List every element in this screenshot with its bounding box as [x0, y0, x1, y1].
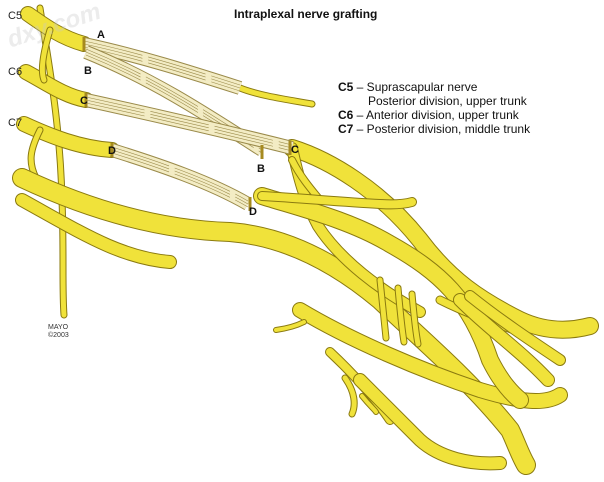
point-label-c: C: [80, 95, 88, 107]
distal-branch: [354, 374, 506, 470]
point-label-c: C: [291, 144, 299, 156]
legend-key: C7: [338, 122, 354, 136]
coaptation-c-distal: [288, 141, 292, 155]
small-twig-3: [274, 320, 306, 332]
lower-root: [16, 194, 176, 268]
c5-suprascapular-distal: [237, 85, 315, 107]
graft-c5-suprascapular-strand: [83, 46, 241, 92]
point-label-b: B: [84, 65, 92, 77]
root-label-c6: C6: [8, 66, 23, 78]
root-label-c5: C5: [8, 10, 23, 22]
legend-key: C5: [338, 80, 354, 94]
graft-c5-suprascapular-strand: [83, 43, 241, 89]
small-twig-1: [342, 375, 357, 417]
graft-c5-suprascapular-strand: [83, 40, 241, 86]
c5-root: [21, 7, 91, 51]
graft-c7-posterior-strand: [111, 149, 249, 205]
posterior-twig: [258, 192, 416, 209]
radial-branch: [454, 294, 554, 386]
diagram-title: Intraplexal nerve grafting: [234, 7, 378, 21]
coaptation-c-proximal: [84, 93, 88, 107]
graft-c6-anterior-strand: [85, 96, 293, 146]
legend-text: – Anterior division, upper trunk: [353, 108, 519, 122]
point-labels: A B C C B D D: [80, 29, 299, 218]
credit-line: ©2003: [48, 332, 69, 339]
legend-row-c5: C5 – Suprascapular nerve: [338, 80, 530, 94]
fan-branch-2: [395, 285, 407, 345]
graft-c6-anterior-strand: [85, 99, 293, 149]
credit: MAYO ©2003: [48, 324, 69, 340]
legend-key: C6: [338, 108, 354, 122]
nerve-trunks: [12, 4, 599, 475]
coaptation-d-distal: [248, 197, 252, 211]
point-label-d: D: [108, 145, 116, 157]
root-label-c7: C7: [8, 117, 23, 129]
c5-branch: [39, 27, 53, 83]
credit-line: MAYO: [48, 324, 69, 331]
legend-text: – Posterior division, middle trunk: [353, 122, 531, 136]
coaptation-d-proximal: [110, 143, 114, 157]
c6-root: [19, 65, 93, 107]
point-label-d: D: [249, 206, 257, 218]
graft-c6-anterior-strand: [85, 102, 293, 152]
graft-c7-posterior-strand: [111, 152, 249, 208]
c7-branch: [28, 127, 43, 181]
coaptation-b-distal: [260, 145, 264, 159]
c7-root: [17, 117, 119, 157]
legend-row-c7: C7 – Posterior division, middle trunk: [338, 122, 530, 136]
legend-text: – Suprascapular nerve: [353, 80, 478, 94]
fan-branch-3: [409, 291, 421, 347]
c7-posterior-distal: [254, 188, 528, 408]
medial-cord: [293, 303, 567, 409]
lower-trunk: [13, 169, 535, 474]
fan-branch-1: [377, 277, 389, 341]
coaptation-a: [82, 37, 86, 51]
point-label-a: A: [97, 29, 105, 41]
legend: C5 – Suprascapular nerve Posterior divis…: [338, 80, 530, 136]
legend-text: Posterior division, upper trunk: [368, 94, 527, 108]
point-label-b: B: [257, 163, 265, 175]
lower-trunk-outline: [12, 168, 536, 475]
nerve-grafts: [82, 37, 294, 211]
axillary-branch: [465, 291, 565, 365]
graft-c7-posterior-strand: [111, 146, 249, 202]
legend-row-c6: C6 – Anterior division, upper trunk: [338, 108, 530, 122]
c6-anterior-distal: [284, 140, 598, 338]
small-twig-2: [360, 394, 378, 414]
legend-row-c5-cont: Posterior division, upper trunk: [338, 94, 530, 108]
